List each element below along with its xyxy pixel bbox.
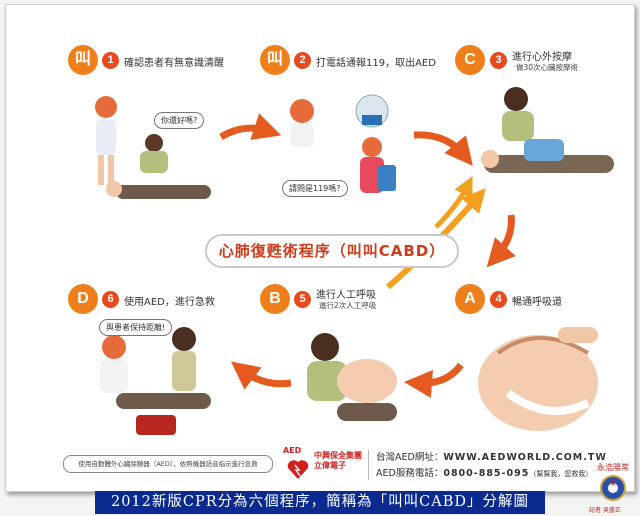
step-2-number: 2 <box>294 52 311 69</box>
center-title: 心肺復甦術程序（叫叫CABD） <box>205 234 459 268</box>
step-a-badge: A <box>455 284 485 314</box>
phone-label: AED服務電話： <box>376 468 444 479</box>
emblem-seal-icon: 永浩陽常 <box>597 462 629 501</box>
website-label: 台灣AED網址： <box>376 452 444 463</box>
contact-info: 台灣AED網址：WWW.AEDWORLD.COM.TW AED服務電話：0800… <box>376 450 607 482</box>
caption-banner: 2012新版CPR分為六個程序，簡稱為「叫叫CABD」分解圖 <box>95 491 545 514</box>
footer-divider <box>368 450 369 480</box>
aed-instruction-note: 使用自動體外心臟除顫器（AED），依照機器語音指示進行急救 <box>63 455 273 473</box>
step-c-label: 進行心外按摩 <box>512 52 572 63</box>
arrow-c-to-a <box>486 214 516 268</box>
step-d-badge: D <box>68 284 98 314</box>
step-a-number: 4 <box>490 291 507 308</box>
illustration-step-c <box>481 87 614 173</box>
step-d-label: 使用AED，進行急救 <box>124 297 215 308</box>
illustration-step-2 <box>290 94 396 193</box>
arrow-1-to-2 <box>219 113 282 141</box>
step-1-number: 1 <box>102 52 119 69</box>
step-a-label: 暢通呼吸道 <box>512 297 562 308</box>
seal-calligraphy: 永浩陽常 <box>597 462 629 472</box>
bubble-ask-ok: 你還好嗎? <box>154 112 205 129</box>
org-name: 中興保全集團 立偉電子 <box>314 451 362 471</box>
illustration-step-b <box>307 333 397 421</box>
illustration-step-d <box>100 327 211 435</box>
arrow-a-to-b <box>404 362 464 398</box>
phone-line: AED服務電話：0800-885-095（幫幫我，您救我） <box>376 466 607 482</box>
step-c-badge: C <box>455 45 485 75</box>
org-line-2: 立偉電子 <box>314 461 346 470</box>
step-b-badge: B <box>260 284 290 314</box>
cpr-diagram-panel: 叫 1 確認患者有無意識清醒 叫 2 打電話通報119，取出AED C 3 進行… <box>5 4 635 492</box>
step-2-label: 打電話通報119，取出AED <box>316 58 436 69</box>
website-url: WWW.AEDWORLD.COM.TW <box>443 452 607 463</box>
step-d-number: 6 <box>102 291 119 308</box>
step-1-label: 確認患者有無意識清醒 <box>124 58 224 69</box>
org-line-1: 中興保全集團 <box>314 451 362 460</box>
step-1-badge: 叫 <box>68 45 98 75</box>
arrow-2-to-c <box>413 131 473 166</box>
bubble-keep-distance: 與患者保持距離! <box>99 319 173 336</box>
step-c-sublabel: 做30次心臟按摩術 <box>516 63 579 72</box>
step-b-number: 5 <box>294 291 311 308</box>
phone-number: 0800-885-095 <box>443 468 530 479</box>
aed-logo-text: AED <box>283 446 302 455</box>
phone-note: （幫幫我，您救我） <box>529 470 593 478</box>
step-b-label: 進行人工呼吸 <box>316 290 376 301</box>
arrow-b-to-d <box>230 361 292 390</box>
illustration-step-a <box>478 327 598 431</box>
step-2-badge: 叫 <box>260 45 290 75</box>
seal-caption: 記者 吳盛正 <box>589 507 621 514</box>
step-b-sublabel: 進行2次人工呼吸 <box>319 301 377 310</box>
illustration-step-1 <box>95 96 211 199</box>
website-line: 台灣AED網址：WWW.AEDWORLD.COM.TW <box>376 450 607 466</box>
step-c-number: 3 <box>490 52 507 69</box>
aed-heart-logo-icon <box>287 460 309 479</box>
arrow-d-to-top <box>434 176 473 229</box>
bubble-ask-119: 請問是119嗎? <box>282 180 348 197</box>
